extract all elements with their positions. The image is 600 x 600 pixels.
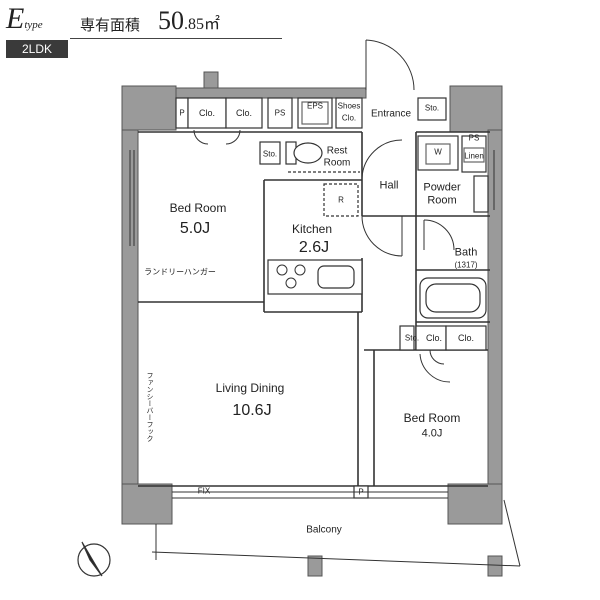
kitchen-size: 2.6J xyxy=(298,238,330,256)
label-sto-3: Sto. xyxy=(404,333,420,343)
bed-room-1-size: 5.0J xyxy=(179,219,211,237)
label-p-2: P xyxy=(358,487,364,497)
area-value: 50.85㎡ xyxy=(158,6,221,35)
kitchen-name: Kitchen xyxy=(291,222,333,237)
living-dining-name: Living Dining xyxy=(215,381,285,396)
label-linen: Linen xyxy=(464,151,484,161)
living-dining-size: 10.6J xyxy=(232,401,272,419)
layout-badge: 2LDK xyxy=(6,40,68,58)
stove xyxy=(276,264,306,289)
label-w: W xyxy=(434,147,442,157)
label-ps-1: PS xyxy=(274,108,286,118)
bath-name: Bath xyxy=(454,246,478,259)
label-powder: Powder xyxy=(423,181,461,194)
area-label: 専有面積 xyxy=(80,16,141,34)
interior-lines xyxy=(138,131,490,487)
label-sto-1: Sto. xyxy=(424,103,440,113)
windows xyxy=(129,150,495,499)
label-p-1: P xyxy=(179,108,185,118)
bed-room-2-size: 4.0J xyxy=(421,427,443,440)
type-label: Etype xyxy=(6,2,43,35)
bed-room-1-name: Bed Room xyxy=(169,201,227,216)
label-powder-room: Room xyxy=(427,194,457,207)
north-arrow-icon xyxy=(77,541,111,577)
label-clo-3: Clo. xyxy=(425,332,443,343)
label-clo-4: Clo. xyxy=(457,332,475,343)
toilet xyxy=(285,141,360,173)
label-eps: EPS xyxy=(306,101,324,111)
label-shoes-clo: Clo. xyxy=(341,113,357,123)
bed-room-2-name: Bed Room xyxy=(403,411,461,426)
bath-spec: (1317) xyxy=(454,260,478,270)
label-clo-1: Clo. xyxy=(198,107,216,118)
balcony-label: Balcony xyxy=(306,524,342,536)
label-entrance: Entrance xyxy=(370,108,412,120)
doors xyxy=(193,39,455,383)
label-fix: FIX xyxy=(197,486,211,496)
label-clo-2: Clo. xyxy=(235,107,253,118)
label-rest-room: Room xyxy=(323,157,351,169)
header-rule xyxy=(70,38,282,39)
laundry-hanger-label: ランドリーハンガー xyxy=(144,267,216,277)
label-hall: Hall xyxy=(379,179,399,192)
label-rest: Rest xyxy=(326,145,348,157)
fancy-hook-label: ファンシーバーフック xyxy=(146,372,153,442)
label-r: R xyxy=(338,195,344,205)
storage-boxes xyxy=(175,97,489,499)
balcony-rail xyxy=(151,499,521,567)
walls xyxy=(121,71,503,577)
label-shoes: Shoes xyxy=(337,101,361,111)
label-sto-2: Sto. xyxy=(262,149,278,159)
label-ps-2: PS xyxy=(468,133,480,143)
